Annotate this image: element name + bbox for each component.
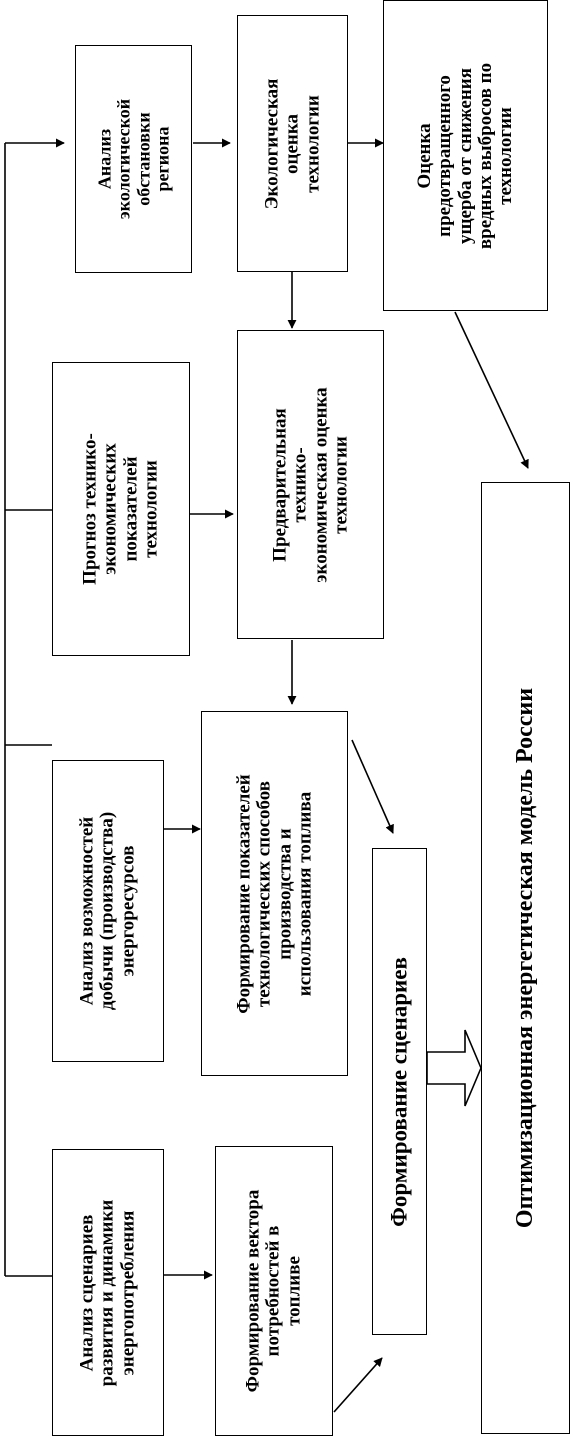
optimization-model-line-1: Оптимизационная энергетическая модель Ро… bbox=[511, 687, 538, 1229]
prelim-assessment-text: Предварительная технико- экономическая о… bbox=[268, 386, 351, 583]
demand-vector-line-2: потребностей в bbox=[262, 1225, 284, 1357]
damage-assessment-line-2: предотвращенного bbox=[434, 74, 456, 237]
tech-forecast-line-2: экономических bbox=[99, 443, 121, 575]
scenarios-analysis-text: Анализ сценариев развития и динамики эне… bbox=[76, 1199, 139, 1386]
scenarios-analysis-line-3: энергопотребления bbox=[117, 1210, 139, 1375]
box-scenarios-analysis: Анализ сценариев развития и динамики эне… bbox=[52, 1149, 164, 1436]
block-arrow-scenarios-to-model bbox=[426, 1029, 482, 1107]
demand-vector-text: Формирование вектора потребностей в топл… bbox=[242, 1189, 305, 1393]
resources-analysis-line-3: энергоресурсов bbox=[117, 845, 139, 977]
indicators-formation-line-4: использования топлива bbox=[293, 791, 315, 996]
box-scenarios-formation: Формирование сценариев bbox=[372, 848, 427, 1335]
damage-assessment-line-3: ущерба от снижения bbox=[454, 67, 476, 244]
indicators-formation-line-3: производства и bbox=[273, 827, 295, 960]
box-eco-assessment: Экологическая оценка технологии bbox=[237, 15, 348, 272]
optimization-model-text: Оптимизационная энергетическая модель Ро… bbox=[511, 687, 539, 1229]
tech-forecast-line-4: технологии bbox=[140, 460, 162, 558]
damage-assessment-line-5: технологии bbox=[494, 106, 516, 205]
eco-analysis-line-4: региона bbox=[151, 126, 172, 192]
resources-analysis-text: Анализ возможностей добычи (производства… bbox=[76, 811, 139, 1011]
box-damage-assessment: Оценка предотвращенного ущерба от снижен… bbox=[383, 0, 548, 311]
demand-vector-line-1: Формирование вектора bbox=[242, 1189, 264, 1393]
scenarios-analysis-line-2: развития и динамики bbox=[96, 1199, 118, 1386]
eco-assessment-text: Экологическая оценка технологии bbox=[261, 78, 323, 209]
arrow-indicators-to-scenarios bbox=[351, 739, 394, 834]
box-tech-forecast: Прогноз технико- экономических показател… bbox=[52, 362, 190, 656]
scenarios-analysis-line-1: Анализ сценариев bbox=[76, 1214, 98, 1371]
tech-forecast-line-3: показателей bbox=[120, 456, 141, 562]
prelim-assessment-line-1: Предварительная bbox=[268, 407, 290, 562]
eco-analysis-text: Анализ экологической обстановки региона bbox=[94, 98, 172, 220]
eco-analysis-line-3: обстановки bbox=[132, 112, 153, 206]
prelim-assessment-line-4: технологии bbox=[329, 435, 351, 534]
box-prelim-assessment: Предварительная технико- экономическая о… bbox=[237, 330, 384, 639]
scenarios-formation-text: Формирование сценариев bbox=[386, 956, 412, 1227]
indicators-formation-line-2: технологических способов bbox=[253, 780, 275, 1007]
prelim-assessment-line-3: экономическая оценка bbox=[309, 386, 331, 583]
box-eco-analysis: Анализ экологической обстановки региона bbox=[75, 45, 192, 273]
eco-assessment-line-1: Экологическая bbox=[261, 78, 283, 209]
eco-assessment-line-3: технологии bbox=[301, 94, 323, 193]
tech-forecast-text: Прогноз технико- экономических показател… bbox=[79, 433, 162, 585]
box-demand-vector: Формирование вектора потребностей в топл… bbox=[215, 1146, 333, 1436]
arrow-damage-to-model bbox=[454, 311, 529, 469]
demand-vector-line-3: топливе bbox=[283, 1256, 305, 1326]
arrow-demand-to-scenarios bbox=[333, 1357, 383, 1413]
box-indicators-formation: Формирование показателей технологических… bbox=[201, 711, 348, 1076]
box-optimization-model: Оптимизационная энергетическая модель Ро… bbox=[481, 482, 570, 1434]
eco-assessment-line-2: оценка bbox=[281, 113, 303, 174]
prelim-assessment-line-2: технико- bbox=[289, 446, 311, 523]
indicators-formation-text: Формирование показателей технологических… bbox=[232, 773, 315, 1014]
resources-analysis-line-2: добычи (производства) bbox=[96, 811, 118, 1011]
box-resources-analysis: Анализ возможностей добычи (производства… bbox=[52, 760, 164, 1062]
eco-analysis-line-1: Анализ bbox=[94, 128, 114, 190]
eco-analysis-line-2: экологической bbox=[113, 98, 134, 220]
damage-assessment-line-4: вредных выбросов по bbox=[474, 62, 496, 249]
tech-forecast-line-1: Прогноз технико- bbox=[79, 433, 101, 585]
damage-assessment-text: Оценка предотвращенного ущерба от снижен… bbox=[413, 62, 517, 249]
indicators-formation-line-1: Формирование показателей bbox=[232, 773, 254, 1014]
resources-analysis-line-1: Анализ возможностей bbox=[76, 816, 98, 1006]
scenarios-formation-line-1: Формирование сценариев bbox=[386, 956, 412, 1227]
damage-assessment-line-1: Оценка bbox=[413, 122, 435, 189]
